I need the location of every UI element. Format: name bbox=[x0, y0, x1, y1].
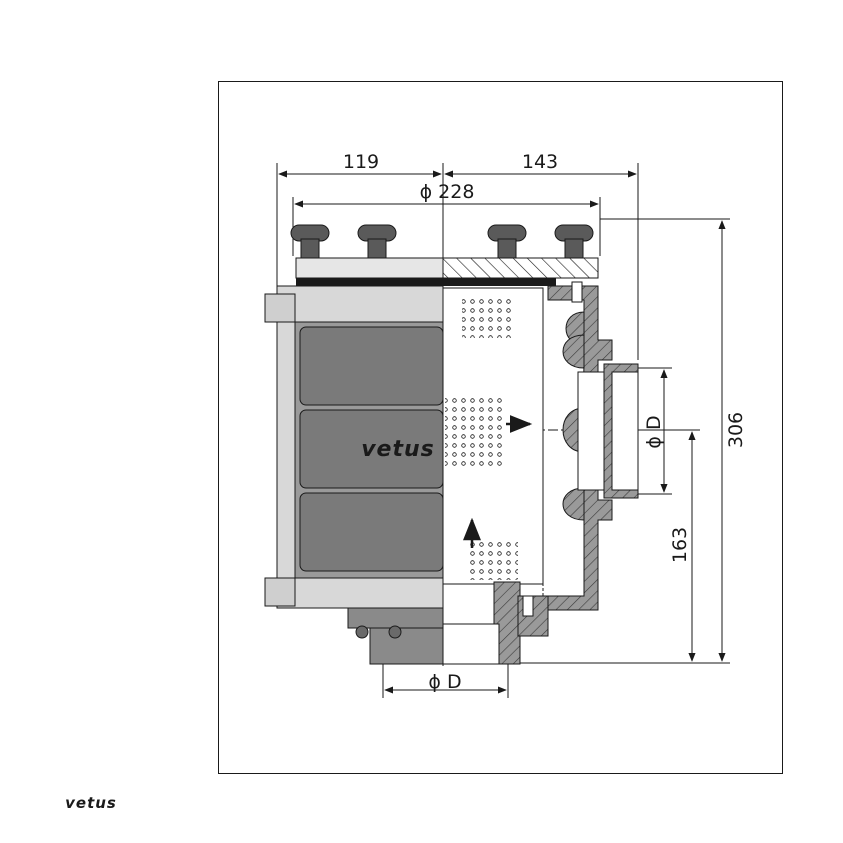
knob-icon bbox=[291, 225, 329, 259]
lid-knobs bbox=[291, 225, 593, 259]
knob-icon bbox=[488, 225, 526, 259]
dim-width-right: 143 bbox=[522, 151, 558, 173]
knob-icon bbox=[555, 225, 593, 259]
dim-width-left: 119 bbox=[343, 151, 379, 173]
footer-logo: vetus bbox=[65, 794, 117, 812]
knob-icon bbox=[358, 225, 396, 259]
dim-flange-diameter: ϕ 228 bbox=[420, 181, 475, 203]
dim-bottom-port: ϕ D bbox=[428, 671, 461, 693]
dim-overall-height: 306 bbox=[725, 412, 747, 448]
dim-side-port: ϕ D bbox=[643, 415, 665, 448]
body-logo: vetus bbox=[361, 437, 435, 462]
dim-outlet-height: 163 bbox=[669, 527, 691, 563]
lid bbox=[296, 258, 598, 286]
strainer-body-exterior bbox=[265, 286, 443, 664]
strainer-section bbox=[443, 282, 638, 664]
